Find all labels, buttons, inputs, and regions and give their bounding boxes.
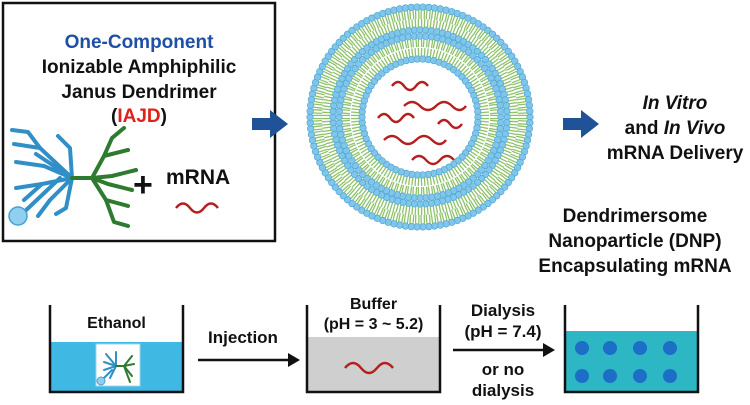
- arrow-to-dnp-icon: [252, 110, 288, 138]
- mrna-label: mRNA: [166, 166, 231, 189]
- panel-title: One-Component: [64, 32, 214, 53]
- panel-line-janus: Janus Dendrimer: [61, 82, 217, 103]
- no-dialysis-label: dialysis: [471, 381, 535, 400]
- janus-dendrimer-icon: [8, 126, 138, 228]
- injection-label: Injection: [208, 328, 278, 347]
- dnp-beaker: [563, 305, 700, 394]
- outcome-mrna-delivery: mRNA Delivery: [606, 143, 744, 164]
- ethanol-beaker: [48, 305, 185, 394]
- dnp-caption-line1: Dendrimersome: [562, 206, 708, 227]
- encapsulated-mrna-icon: [377, 80, 467, 166]
- buffer-beaker: [305, 305, 442, 394]
- buffer-ph-label: (pH = 3 ~ 5.2): [323, 316, 424, 333]
- outcome-and-in-vivo: and In Vivo: [600, 118, 750, 140]
- plus-sign: +: [133, 166, 153, 204]
- injection-arrow-icon: [198, 353, 300, 367]
- panel-line-ionizable: Ionizable Amphiphilic: [41, 57, 237, 78]
- dialysis-ph-label: (pH = 7.4): [464, 322, 542, 341]
- dialysis-arrow-icon: [453, 343, 555, 357]
- abbr-open-paren: (: [111, 106, 118, 127]
- panel-abbreviation: (IAJD): [3, 106, 275, 128]
- abbr-iajd: IAJD: [117, 106, 161, 127]
- abbr-close-paren: ): [160, 106, 167, 127]
- dnp-caption-line2: Nanoparticle (DNP): [548, 231, 722, 252]
- arrow-to-delivery-icon: [563, 110, 599, 138]
- dendrimersome-icon: [306, 3, 534, 231]
- buffer-label: Buffer: [349, 296, 398, 313]
- outcome-and: and: [624, 118, 664, 139]
- outcome-in-vivo: In Vivo: [663, 118, 726, 139]
- ethanol-label: Ethanol: [87, 315, 146, 332]
- dnp-caption-line3: Encapsulating mRNA: [538, 256, 732, 277]
- or-no-label: or no: [481, 360, 525, 379]
- dnp-particle-icon: [575, 341, 677, 383]
- outcome-in-vitro: In Vitro: [642, 93, 708, 114]
- mrna-strand-icon: [175, 202, 219, 214]
- dialysis-label: Dialysis: [470, 301, 536, 320]
